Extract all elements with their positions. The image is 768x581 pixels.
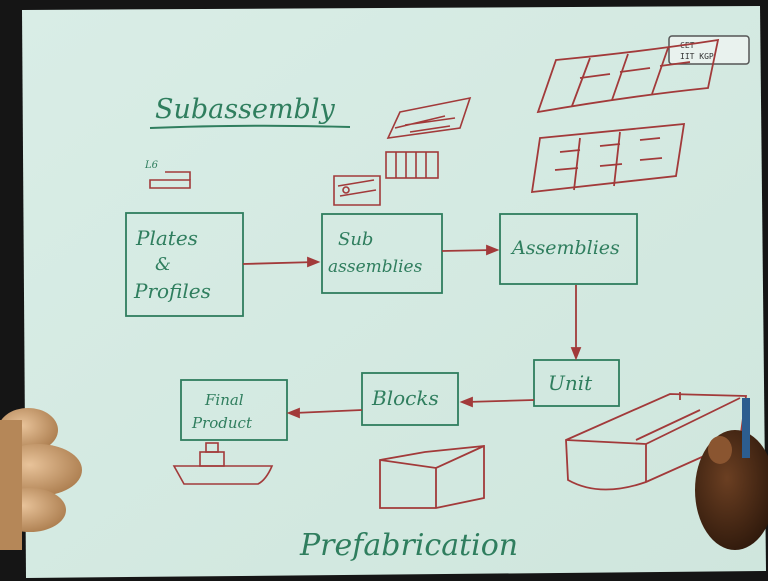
box-sub-assemblies: Sub assemblies [321,213,443,294]
box-plates-profiles: Plates & Profiles [125,212,244,317]
arrow-plates-to-sub [242,261,317,265]
logo-line-2: IIT KGP [680,52,714,61]
footer-title: Prefabrication [299,528,518,563]
flow-arrows [242,244,582,419]
box-final-line-1: Final [204,391,244,409]
arrow-sub-to-assemblies [441,249,495,252]
box-final-line-2: Product [191,414,253,432]
logo-stamp: CET IIT KGP [668,35,750,65]
box-assemblies-label: Assemblies [510,237,620,259]
right-hand [695,398,768,550]
title-underline [149,124,351,129]
title: Subassembly [155,94,335,125]
bracket-sketch [333,175,381,206]
block-sketch [379,445,485,509]
box-plates-line-1: Plates [135,226,198,250]
plate-parallelogram-sketch [386,96,472,139]
box-plates-line-3: Profiles [133,279,211,303]
deck-panel-sketch [530,122,686,194]
ship-sketch [172,442,274,485]
box-plates-line-2: & [155,254,171,275]
box-blocks-label: Blocks [371,386,439,410]
box-blocks: Blocks [361,372,459,426]
plate-stack-sketch [149,171,191,189]
paper-sheet [22,6,766,578]
sketch-label-l6: L6 [144,160,159,171]
logo-line-1: CET [680,41,695,50]
left-hand [0,408,82,550]
box-sub-line-2: assemblies [328,257,423,277]
arrow-unit-to-blocks [465,399,535,403]
box-sub-line-1: Sub [338,229,373,250]
box-assemblies: Assemblies [499,213,638,285]
box-unit: Unit [533,359,620,407]
arrow-blocks-to-final [293,409,363,414]
box-unit-label: Unit [548,371,593,395]
curved-panel-sketch [536,38,720,114]
box-final-product: Final Product [180,379,288,441]
stiffened-panel-sketch [385,151,439,179]
